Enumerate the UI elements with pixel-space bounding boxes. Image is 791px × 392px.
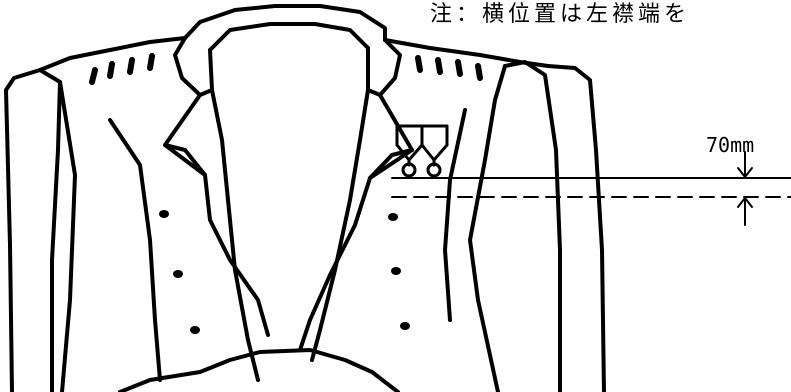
buttons xyxy=(159,210,410,334)
button xyxy=(391,267,401,275)
button xyxy=(159,210,169,218)
badge-icon xyxy=(395,124,449,178)
annotation-note: 注：横位置は左襟端を xyxy=(430,2,691,27)
collar-lapels xyxy=(108,4,467,382)
dimension-label: 70mm xyxy=(706,133,755,157)
dimension-lines xyxy=(391,151,791,226)
jacket-outline xyxy=(4,36,606,392)
button xyxy=(388,213,398,221)
shoulder-stitch-marks xyxy=(89,53,483,85)
button xyxy=(400,322,410,330)
button xyxy=(173,270,183,278)
button xyxy=(190,326,200,334)
